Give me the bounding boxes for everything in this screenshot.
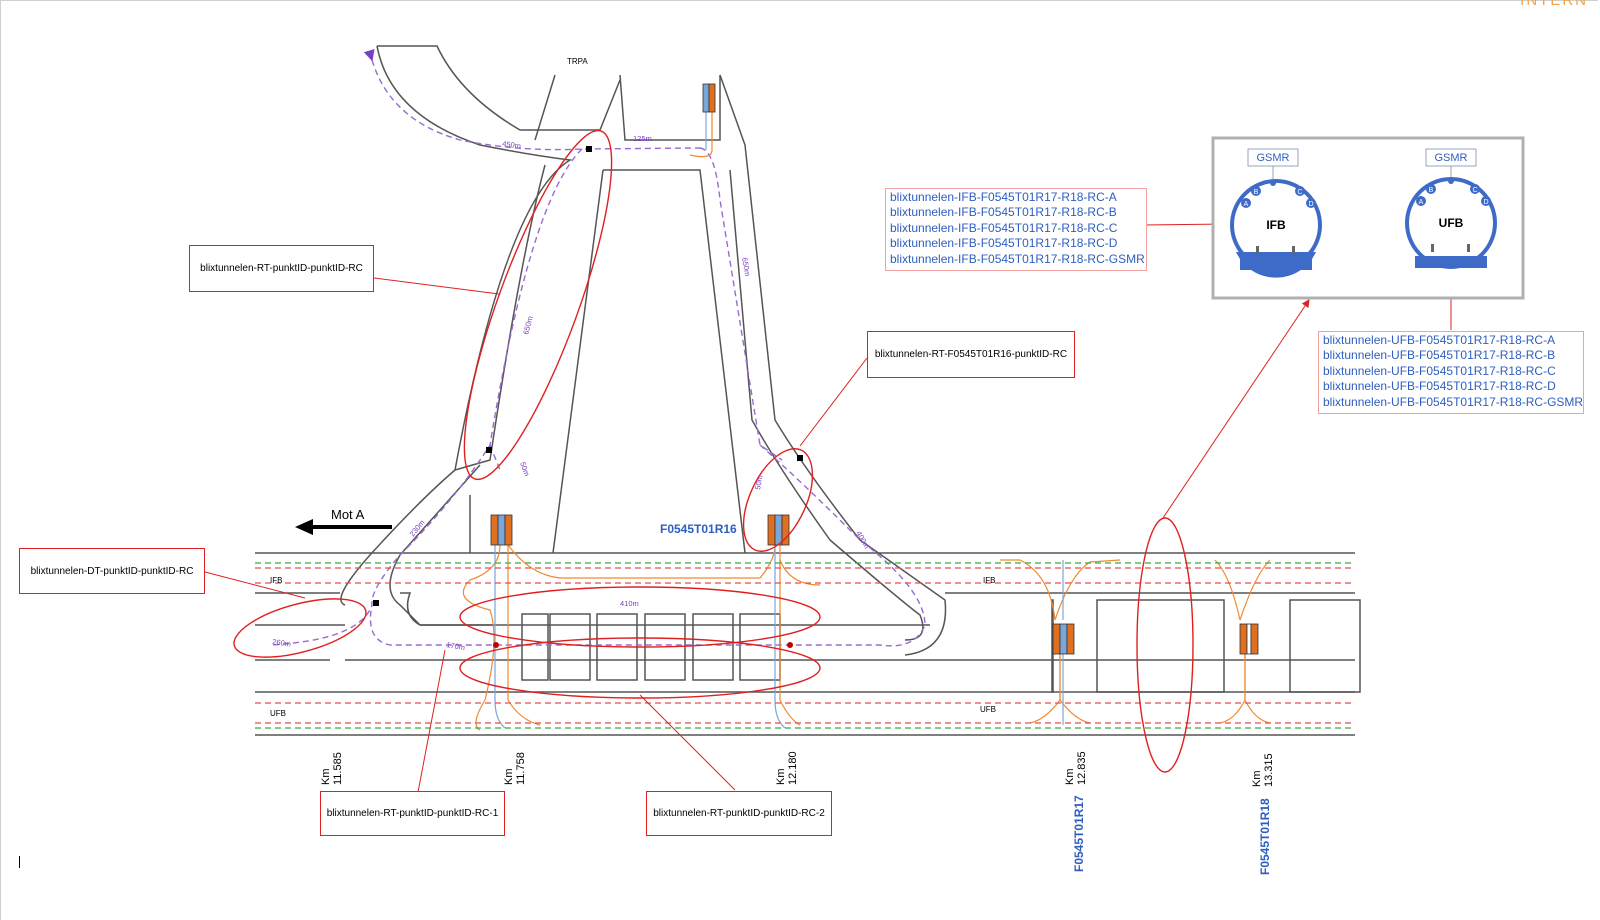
- callout-connectors: [204, 220, 1455, 809]
- page-left-border: [0, 0, 1, 920]
- ifb-port-a: A: [1244, 201, 1249, 208]
- gsmr-right-label: GSMR: [1435, 152, 1468, 164]
- callout-rt-rc2: blixtunnelen-RT-punktID-punktID-RC-2: [646, 791, 832, 836]
- ufb-list-item: blixtunnelen-UFB-F0545T01R17-R18-RC-B: [1323, 348, 1556, 363]
- trpa-label: TRPA: [567, 57, 588, 66]
- ifb-right-label: IFB: [983, 576, 995, 585]
- text-cursor: [19, 856, 20, 868]
- diagram-labels: TRPA IFB UFB IFB UFB: [270, 57, 996, 718]
- ifb-left-label: IFB: [270, 576, 282, 585]
- distance-260m: 260m: [272, 637, 292, 649]
- ifb-port-d: D: [1308, 201, 1313, 208]
- ufb-port-c: C: [1472, 187, 1477, 194]
- distance-125m: 125m: [633, 134, 652, 143]
- rack-top: [702, 83, 716, 113]
- ifb-port-b: B: [1254, 189, 1259, 196]
- ifb-port-c: C: [1297, 189, 1302, 196]
- station-r17-label: F0545T01R17: [1072, 795, 1086, 872]
- callout-dt-punkt: blixtunnelen-DT-punktID-punktID-RC: [19, 548, 205, 594]
- distance-170m: 170m: [446, 640, 466, 652]
- cross-section-panel: GSMR IFB A B C D: [1211, 136, 1525, 300]
- ifb-list-item: blixtunnelen-IFB-F0545T01R17-R18-RC-D: [890, 236, 1118, 251]
- rack-left: [490, 514, 513, 546]
- ifb-list-item: blixtunnelen-IFB-F0545T01R17-R18-RC-B: [890, 205, 1117, 220]
- highlight-ellipses: [233, 129, 1194, 773]
- page-top-border: [0, 0, 1598, 1]
- distance-450m: 450m: [502, 139, 522, 151]
- rail-lines: [255, 562, 1355, 729]
- distance-400m: 400m: [854, 530, 871, 551]
- ufb-port-a: A: [1419, 199, 1424, 206]
- station-r18-label: F0545T01R18: [1258, 798, 1272, 875]
- ifb-circle-label: IFB: [1266, 218, 1286, 232]
- ufb-port-b: B: [1429, 187, 1434, 194]
- direction-arrow: Mot A: [295, 507, 392, 535]
- rack-r17: [1052, 623, 1075, 655]
- callout-rt-punkt: blixtunnelen-RT-punktID-punktID-RC: [189, 245, 374, 292]
- rack-r18: [1239, 623, 1259, 655]
- ufb-right-label: UFB: [980, 705, 996, 714]
- distance-labels: 450m 125m 650m 650m 50m 50m 230m 260m 17…: [272, 134, 872, 652]
- ufb-list-item: blixtunnelen-UFB-F0545T01R17-R18-RC-C: [1323, 363, 1556, 378]
- ufb-left-label: UFB: [270, 709, 286, 718]
- mot-a-label: Mot A: [331, 507, 365, 522]
- distance-410m: 410m: [620, 599, 639, 608]
- main-tunnel: [255, 552, 1361, 736]
- ufb-cross-section: GSMR UFB A B C D: [1405, 148, 1497, 269]
- gsmr-left-label: GSMR: [1257, 152, 1290, 164]
- ifb-connector-list: blixtunnelen-IFB-F0545T01R17-R18-RC-A bl…: [885, 188, 1147, 271]
- distance-50m-left: 50m: [518, 461, 531, 478]
- classification-mark: INTERN: [1520, 0, 1588, 9]
- ufb-list-item: blixtunnelen-UFB-F0545T01R17-R18-RC-GSMR: [1323, 394, 1584, 409]
- ufb-list-item: blixtunnelen-UFB-F0545T01R17-R18-RC-A: [1323, 333, 1556, 347]
- callout-rt-r16: blixtunnelen-RT-F0545T01R16-punktID-RC: [867, 331, 1075, 378]
- ifb-list-item: blixtunnelen-IFB-F0545T01R17-R18-RC-GSMR: [890, 251, 1145, 266]
- ufb-connector-list: blixtunnelen-UFB-F0545T01R17-R18-RC-A bl…: [1318, 331, 1584, 414]
- ifb-cross-section: GSMR IFB A B C D: [1230, 148, 1322, 278]
- distance-50m-right: 50m: [753, 474, 764, 490]
- ifb-list-item: blixtunnelen-IFB-F0545T01R17-R18-RC-A: [890, 190, 1117, 204]
- ifb-list-item: blixtunnelen-IFB-F0545T01R17-R18-RC-C: [890, 220, 1118, 235]
- distance-650m-left: 650m: [521, 315, 535, 335]
- equipment-racks: [490, 83, 1259, 655]
- callout-rt-rc1: blixtunnelen-RT-punktID-punktID-RC-1: [320, 791, 505, 836]
- ufb-circle-label: UFB: [1439, 216, 1464, 230]
- cables: [462, 110, 1271, 731]
- rack-r16: [767, 514, 790, 546]
- ufb-list-item: blixtunnelen-UFB-F0545T01R17-R18-RC-D: [1323, 379, 1556, 394]
- distance-650m-right: 650m: [740, 257, 752, 277]
- junction-points: [373, 146, 803, 648]
- ufb-port-d: D: [1483, 199, 1488, 206]
- station-r16-label: F0545T01R16: [660, 522, 737, 536]
